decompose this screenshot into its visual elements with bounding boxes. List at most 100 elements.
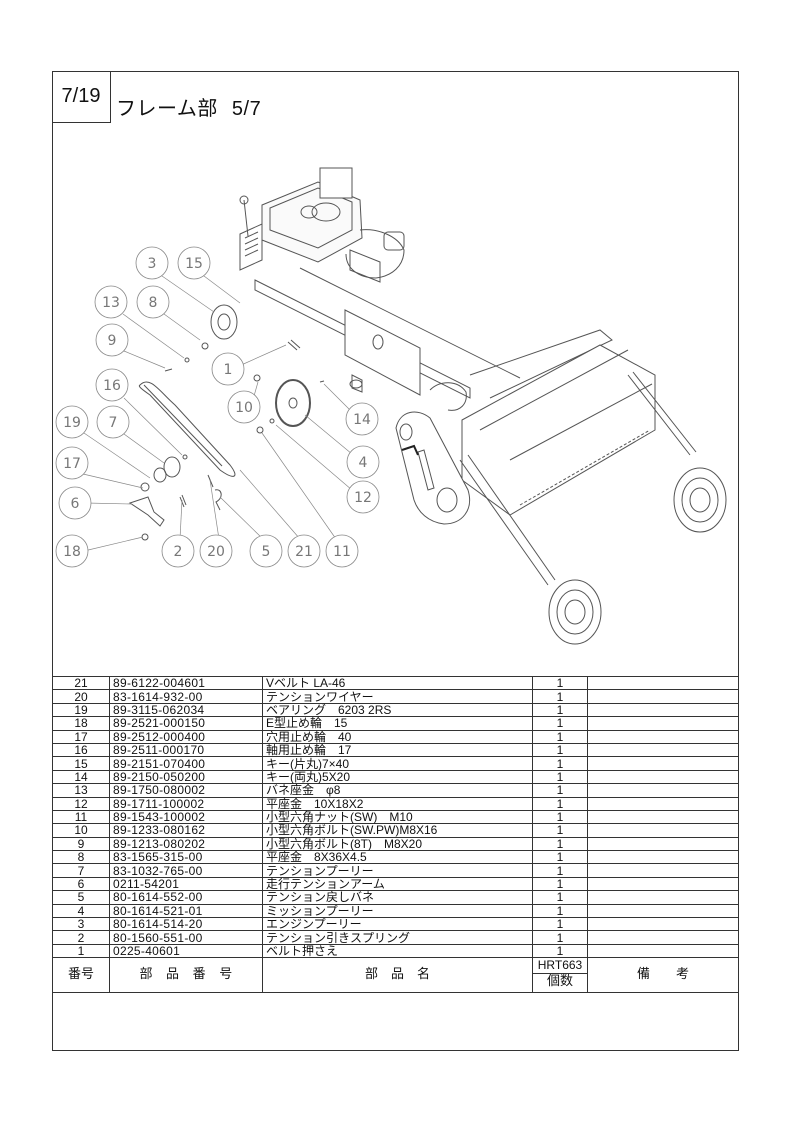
remarks-cell: [587, 903, 739, 919]
remarks-cell: [587, 702, 739, 718]
quantity-cell: 1: [532, 903, 588, 919]
part-no-cell: 5: [52, 890, 110, 905]
quantity-cell: 1: [532, 742, 588, 758]
col-header-part-number: 部 品 番 号: [109, 957, 263, 994]
parts-table-header: 番号 部 品 番 号 部 品 名 HRT663 個数 備 考: [52, 957, 739, 994]
col-header-quantity: HRT663 個数: [532, 957, 588, 994]
page-frame: [52, 71, 739, 1051]
model-label: HRT663: [533, 958, 587, 975]
callout-5: 5: [249, 534, 283, 568]
callout-label: 21: [295, 544, 313, 560]
part-name-cell: 小型六角ボルト(SW.PW)M8X16: [262, 823, 533, 838]
part-name-cell: 軸用止め輪 17: [262, 742, 533, 758]
callout-11: 11: [325, 534, 359, 568]
callout-label: 15: [185, 256, 203, 272]
part-name-cell: 平座金 10X18X2: [262, 796, 533, 811]
remarks-cell: [587, 729, 739, 744]
quantity-cell: 1: [532, 863, 588, 878]
part-no-cell: 8: [52, 850, 110, 865]
quantity-cell: 1: [532, 783, 588, 798]
callout-18: 18: [55, 534, 89, 568]
part-name-cell: 小型六角ボルト(8T) M8X20: [262, 836, 533, 852]
part-number-cell: 80-1560-551-00: [109, 930, 263, 945]
part-number-cell: 89-2151-070400: [109, 756, 263, 771]
part-name-cell: テンションワイヤー: [262, 689, 533, 704]
callout-4: 4: [346, 445, 380, 479]
part-number-cell: 89-6122-004601: [109, 675, 263, 691]
remarks-cell: [587, 783, 739, 798]
quantity-cell: 1: [532, 809, 588, 825]
remarks-cell: [587, 850, 739, 865]
part-number-cell: 89-1213-080202: [109, 836, 263, 852]
part-no-cell: 14: [52, 769, 110, 785]
remarks-cell: [587, 716, 739, 731]
callout-label: 18: [63, 544, 81, 560]
part-no-cell: 4: [52, 903, 110, 919]
part-name-cell: バネ座金 φ8: [262, 783, 533, 798]
remarks-cell: [587, 689, 739, 704]
part-name-cell: 穴用止め輪 40: [262, 729, 533, 744]
callout-label: 5: [262, 544, 271, 560]
callout-label: 17: [63, 456, 81, 472]
quantity-cell: 1: [532, 917, 588, 932]
callout-1: 1: [211, 352, 245, 386]
quantity-cell: 1: [532, 689, 588, 704]
part-name-cell: 小型六角ナット(SW) M10: [262, 809, 533, 825]
callout-13: 13: [94, 285, 128, 319]
part-name-cell: Vベルト LA-46: [262, 675, 533, 691]
remarks-cell: [587, 890, 739, 905]
callout-2: 2: [161, 534, 195, 568]
remarks-cell: [587, 756, 739, 771]
callout-label: 10: [235, 400, 253, 416]
part-name-cell: ベアリング 6203 2RS: [262, 702, 533, 718]
section-title-text: フレーム部: [116, 96, 218, 120]
callout-label: 2: [174, 544, 183, 560]
part-number-cell: 89-2521-000150: [109, 716, 263, 731]
part-number-cell: 0225-40601: [109, 943, 263, 959]
part-name-cell: ベルト押さえ: [262, 943, 533, 959]
quantity-cell: 1: [532, 850, 588, 865]
quantity-cell: 1: [532, 729, 588, 744]
callout-label: 4: [359, 455, 368, 471]
callout-12: 12: [346, 480, 380, 514]
part-number-cell: 89-2511-000170: [109, 742, 263, 758]
callout-label: 12: [354, 490, 372, 506]
col-header-number: 番号: [52, 957, 110, 994]
part-name-cell: キー(片丸)7×40: [262, 756, 533, 771]
remarks-cell: [587, 823, 739, 838]
part-no-cell: 15: [52, 756, 110, 771]
leader-lines: [82, 275, 353, 552]
part-number-cell: 89-2150-050200: [109, 769, 263, 785]
machine-drawing: [128, 167, 727, 645]
quantity-cell: 1: [532, 836, 588, 852]
part-number-cell: 89-3115-062034: [109, 702, 263, 718]
quantity-cell: 1: [532, 756, 588, 771]
part-no-cell: 12: [52, 796, 110, 811]
callout-label: 13: [102, 295, 120, 311]
part-number-cell: 89-1711-100002: [109, 796, 263, 811]
part-no-cell: 13: [52, 783, 110, 798]
callout-label: 11: [333, 544, 351, 560]
callout-10: 10: [227, 390, 261, 424]
quantity-cell: 1: [532, 716, 588, 731]
callout-label: 9: [108, 333, 117, 349]
col-header-part-name: 部 品 名: [262, 957, 533, 994]
callout-label: 7: [109, 415, 118, 431]
remarks-cell: [587, 836, 739, 852]
callout-17: 17: [55, 446, 89, 480]
page-number: 7/19: [52, 71, 111, 123]
callout-label: 8: [149, 295, 158, 311]
callout-9: 9: [95, 323, 129, 357]
